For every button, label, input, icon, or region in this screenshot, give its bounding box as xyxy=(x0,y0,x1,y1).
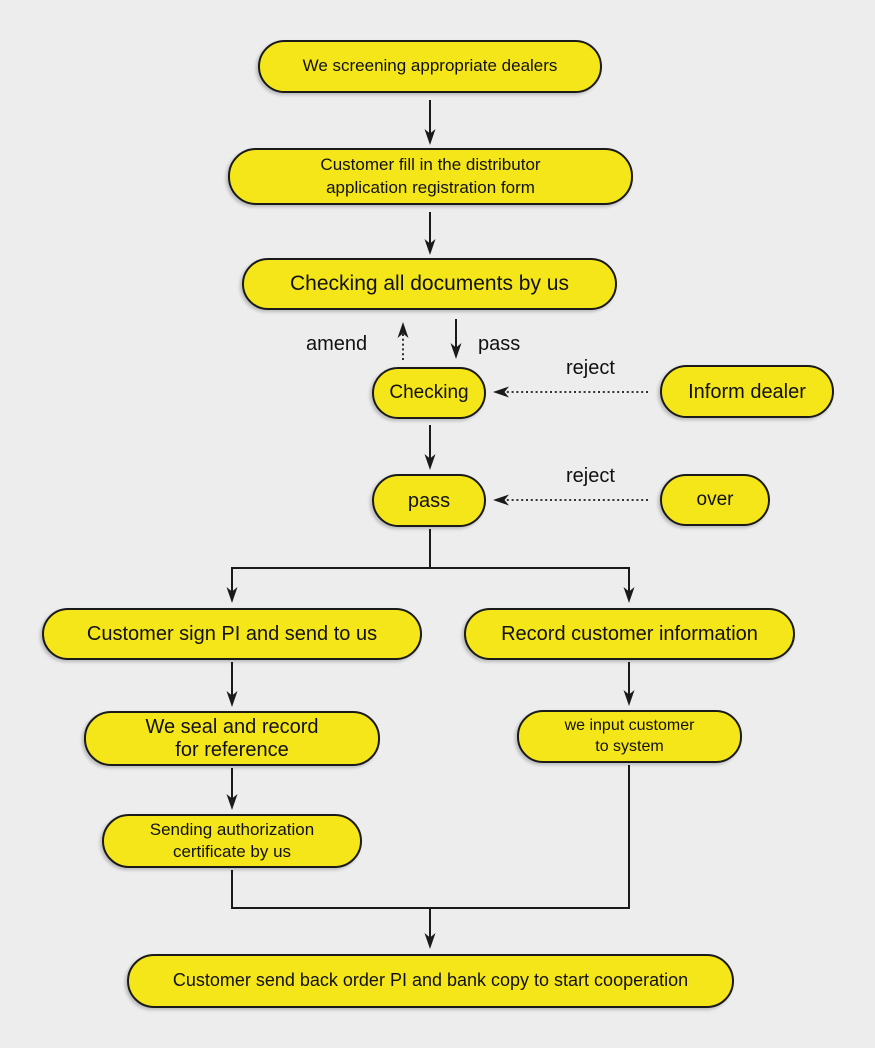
label-pass: pass xyxy=(478,333,521,355)
node-fill-form-label-line2: application registration form xyxy=(326,177,535,197)
node-pass: pass xyxy=(372,474,486,527)
node-pass-label: pass xyxy=(407,489,451,512)
node-input-system-label-line2: to system xyxy=(595,737,664,755)
node-cooperation: Customer send back order PI and bank cop… xyxy=(127,954,734,1008)
node-record-info-label: Record customer information xyxy=(501,623,758,645)
node-fill-form: Customer fill in the distributor applica… xyxy=(228,148,633,205)
node-send-cert-label-line2: certificate by us xyxy=(172,842,292,861)
node-screening: We screening appropriate dealers xyxy=(258,40,602,93)
node-send-cert: Sending authorization certificate by us xyxy=(102,814,362,868)
label-reject-upper: reject xyxy=(566,357,615,379)
node-checking: Checking xyxy=(372,367,486,419)
node-seal-record-label-line1: We seal and record xyxy=(145,715,319,738)
label-amend: amend xyxy=(306,333,368,355)
node-seal-record: We seal and record for reference xyxy=(84,711,380,766)
node-over: over xyxy=(660,474,770,526)
node-seal-record-label-line2: for reference xyxy=(175,738,289,761)
node-record-info: Record customer information xyxy=(464,608,795,660)
node-send-cert-label-line1: Sending authorization xyxy=(149,819,315,839)
node-cooperation-label: Customer send back order PI and bank cop… xyxy=(172,970,689,991)
node-input-system-label-line1: we input customer xyxy=(564,716,695,734)
node-input-system: we input customer to system xyxy=(517,710,742,763)
edge-split-trunk xyxy=(232,529,629,569)
node-fill-form-label-line1: Customer fill in the distributor xyxy=(320,155,541,175)
node-sign-pi-label: Customer sign PI and send to us xyxy=(86,623,378,645)
node-over-label: over xyxy=(696,488,734,510)
node-checking-label: Checking xyxy=(389,381,469,403)
node-inform-dealer-label: Inform dealer xyxy=(688,380,806,403)
label-reject-lower: reject xyxy=(566,465,615,487)
node-check-docs-label: Checking all documents by us xyxy=(290,272,569,296)
node-check-docs: Checking all documents by us xyxy=(242,258,617,310)
node-sign-pi: Customer sign PI and send to us xyxy=(42,608,422,660)
node-screening-label: We screening appropriate dealers xyxy=(302,56,558,76)
node-inform-dealer: Inform dealer xyxy=(660,365,834,418)
